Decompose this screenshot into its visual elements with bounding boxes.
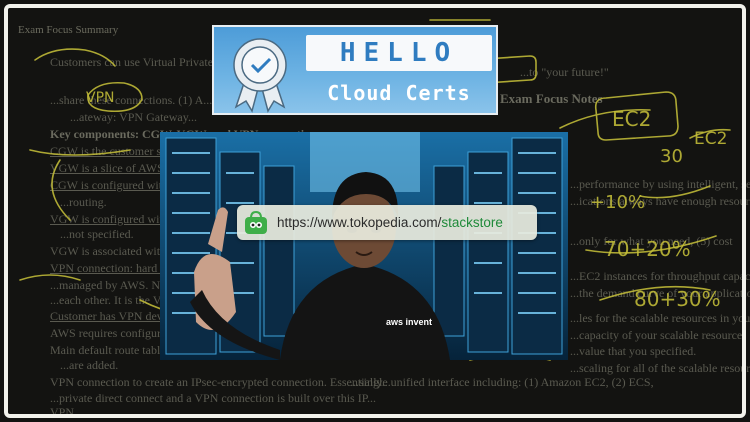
notes-right-heading: Exam Focus Notes xyxy=(500,91,603,106)
url-text[interactable]: https://www.tokopedia.com/stackstore xyxy=(277,215,503,230)
shirt-logo: aws invent xyxy=(386,317,432,327)
logo-subtitle: Cloud Certs xyxy=(327,81,471,105)
notes-line: ...ications always have enough resources… xyxy=(570,194,750,208)
notes-line: ...ateway: VPN Gateway... xyxy=(70,110,197,124)
hello-cloud-certs-logo: HELLO Cloud Certs xyxy=(212,25,498,115)
speaker-video: aws invent xyxy=(160,132,568,360)
notes-line: VGW is configured with an... xyxy=(50,212,193,226)
url-watermark[interactable]: https://www.tokopedia.com/stackstore xyxy=(237,205,537,240)
notes-line: Main default route table of... xyxy=(50,343,188,357)
notes-line: VPN connection to create an IPsec-encryp… xyxy=(50,375,391,389)
notes-line: ...EC2 instances for throughput capacity… xyxy=(570,269,750,283)
notes-line: AWS requires configur... xyxy=(50,326,170,340)
shopping-bag-icon xyxy=(245,210,267,234)
notes-line: ...only for what you need, (5) cost xyxy=(570,234,733,248)
notes-line: VPN connection: hard CGW... xyxy=(50,261,197,275)
notes-heading: Exam Focus Summary xyxy=(18,24,119,36)
notes-line: VPN. xyxy=(50,405,78,419)
notes-line: ...performance by using intelligent, sel… xyxy=(570,177,750,191)
notes-line: ...single unified interface including: (… xyxy=(350,375,654,389)
notes-line: ...to "your future!" xyxy=(520,65,609,79)
url-highlight: stackstore xyxy=(441,215,503,230)
notes-line: ...private direct connect and a VPN conn… xyxy=(50,391,377,405)
notes-line: ...routing. xyxy=(60,195,107,209)
server-room-background: aws invent xyxy=(160,132,568,360)
notes-line: ...not specified. xyxy=(60,227,134,241)
logo-title-box: HELLO xyxy=(306,35,492,71)
logo-title: HELLO xyxy=(339,38,459,68)
certificate-badge-icon xyxy=(233,38,287,113)
notes-line: ...capacity of your scalable resource xyxy=(570,328,743,342)
notes-line: ...share these connections. (1) A... xyxy=(50,93,213,107)
notes-line: ...les for the scalable resources in you… xyxy=(570,311,750,325)
notes-line: ...the demand curve of your application … xyxy=(570,286,750,300)
notes-line: ...value that you specified. xyxy=(570,344,697,358)
notes-line: ...are added. xyxy=(60,358,119,372)
url-prefix: https://www.tokopedia.com/ xyxy=(277,215,442,230)
notes-line: ...scaling for all of the scalable resou… xyxy=(570,361,750,375)
